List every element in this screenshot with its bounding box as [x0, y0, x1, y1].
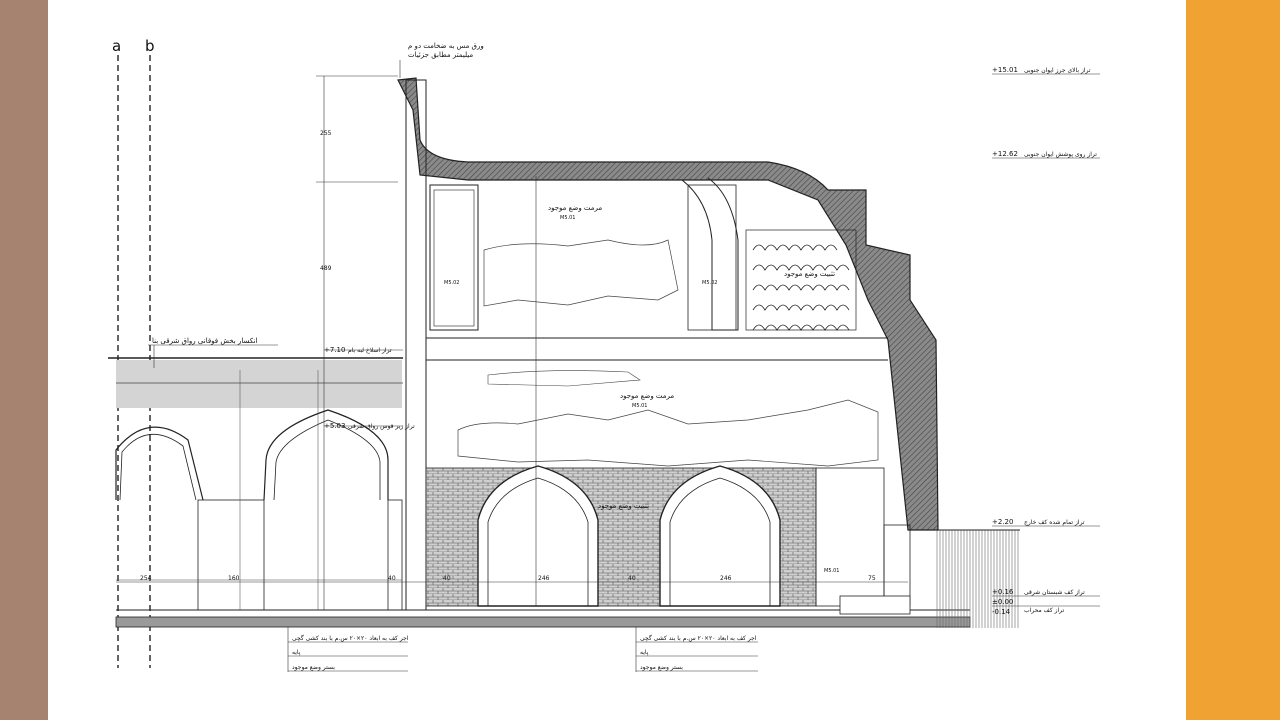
- elevation-tag: +12.62 تراز روی پوشش ایوان جنوبی: [992, 150, 1100, 159]
- right-color-bar: [1186, 0, 1280, 720]
- svg-text:تراز زیر قوس رواق شرقی: تراز زیر قوس رواق شرقی: [348, 423, 415, 430]
- lower-arch-right: [659, 465, 781, 607]
- elevation-tag: +15.01 تراز بالای جرز ایوان جنوبی: [992, 66, 1100, 75]
- svg-text:±0.00: ±0.00: [992, 598, 1013, 606]
- annotation-sample-code: M5.01: [824, 568, 839, 574]
- svg-text:پایه: پایه: [292, 649, 301, 656]
- svg-text:+12.62: +12.62: [992, 150, 1018, 158]
- svg-text:تراز کف محراب: تراز کف محراب: [1024, 607, 1064, 614]
- svg-text:اجر کف به ابعاد ۲۰×۲۰ س.م با ب: اجر کف به ابعاد ۲۰×۲۰ س.م با بند کشی گچی: [640, 634, 757, 642]
- svg-text:+15.01: +15.01: [992, 66, 1018, 74]
- dim-h-6: 40: [628, 575, 636, 582]
- elevation-tag: +7.10 تراز اسلاخ لبه بام: [324, 346, 403, 354]
- elevation-tag: -0.14: [992, 608, 1011, 616]
- architectural-section-drawing: a b: [108, 37, 1100, 672]
- svg-text:تراز بالای جرز ایوان جنوبی: تراز بالای جرز ایوان جنوبی: [1024, 67, 1091, 74]
- grid-axes: a b: [112, 37, 155, 668]
- annotation-lower-arch: تثبیت وضع موجود: [598, 502, 649, 510]
- annotation-upper-vault: مرمت وضع موجود: [548, 204, 602, 212]
- annotation-upper-vault-code: M5.01: [560, 215, 575, 221]
- elevation-tag: +5.03 تراز زیر قوس رواق شرقی: [324, 422, 415, 430]
- dim-h-1: 254: [140, 575, 152, 582]
- svg-text:اجر کف به ابعاد ۲۰×۲۰ س.م با ب: اجر کف به ابعاد ۲۰×۲۰ س.م با بند کشی گچی: [292, 634, 409, 642]
- left-note-text: انکسار بخش فوقانی رواق شرقی بنا: [152, 337, 258, 345]
- muqarnas: [745, 229, 857, 331]
- elevation-tag: +2.20 تراز تمام شده کف خارج: [992, 518, 1100, 527]
- footer-right: اجر کف به ابعاد ۲۰×۲۰ س.م با بند کشی گچی…: [635, 627, 758, 672]
- svg-text:پایه: پایه: [640, 649, 649, 656]
- axis-label-b: b: [145, 37, 155, 55]
- annotation-muqarnas: تثبیت وضع موجود: [784, 270, 835, 278]
- floor-section: [115, 529, 1020, 628]
- svg-text:+0.16: +0.16: [992, 588, 1014, 596]
- main-section: [397, 77, 939, 615]
- svg-text:تراز روی پوشش ایوان جنوبی: تراز روی پوشش ایوان جنوبی: [1024, 151, 1097, 158]
- svg-text:-0.14: -0.14: [992, 608, 1011, 616]
- top-note-line-2: میلیمتر مطابق جزئیات: [408, 51, 473, 59]
- dim-vertical-2: 489: [320, 265, 332, 272]
- svg-text:تراز کف شبستان شرقی: تراز کف شبستان شرقی: [1024, 589, 1085, 596]
- elevation-tag: +0.16 تراز کف شبستان شرقی: [992, 588, 1100, 597]
- dim-h-8: 75: [868, 575, 876, 582]
- axis-label-a: a: [112, 37, 121, 55]
- dim-vertical-1: 255: [320, 130, 332, 137]
- svg-text:+5.03: +5.03: [324, 422, 345, 430]
- svg-text:بستر وضع موجود: بستر وضع موجود: [640, 664, 683, 671]
- elevation-tag: ±0.00 تراز کف محراب: [992, 598, 1100, 614]
- svg-text:+2.20: +2.20: [992, 518, 1013, 526]
- annotation-right-code: M5.02: [702, 280, 717, 286]
- footer-left: اجر کف به ابعاد ۲۰×۲۰ س.م با بند کشی گچی…: [287, 627, 409, 672]
- elevation-tags: +15.01 تراز بالای جرز ایوان جنوبی +12.62…: [324, 66, 1100, 616]
- lower-arch-left: [477, 465, 599, 607]
- dim-h-2: 160: [228, 575, 240, 582]
- left-color-bar: [0, 0, 48, 720]
- annotation-left-code: M5.02: [444, 280, 459, 286]
- svg-text:تراز اسلاخ لبه بام: تراز اسلاخ لبه بام: [348, 347, 392, 354]
- annotation-middle-wall: مرمت وضع موجود: [620, 392, 674, 400]
- top-note: ورق مس به ضخامت دو م میلیمتر مطابق جزئیا…: [399, 42, 484, 78]
- left-arcade: [108, 357, 403, 611]
- svg-text:تراز تمام شده کف خارج: تراز تمام شده کف خارج: [1024, 519, 1085, 526]
- dim-h-4: 40: [443, 575, 451, 582]
- dim-h-7: 246: [720, 575, 732, 582]
- annotations: مرمت وضع موجود M5.01 تثبیت وضع موجود مرم…: [444, 204, 839, 574]
- svg-text:بستر وضع موجود: بستر وضع موجود: [292, 664, 335, 671]
- dimension-lines: 255 489 254 160 40 40 246 40 246 75: [116, 75, 908, 610]
- dim-h-3: 40: [388, 575, 396, 582]
- dim-h-5: 246: [538, 575, 550, 582]
- wall-cut-section: [397, 77, 939, 531]
- top-note-line-1: ورق مس به ضخامت دو م: [408, 42, 484, 50]
- annotation-middle-wall-code: M5.01: [632, 403, 647, 409]
- left-note: انکسار بخش فوقانی رواق شرقی بنا: [148, 337, 278, 368]
- svg-text:+7.10: +7.10: [324, 346, 345, 354]
